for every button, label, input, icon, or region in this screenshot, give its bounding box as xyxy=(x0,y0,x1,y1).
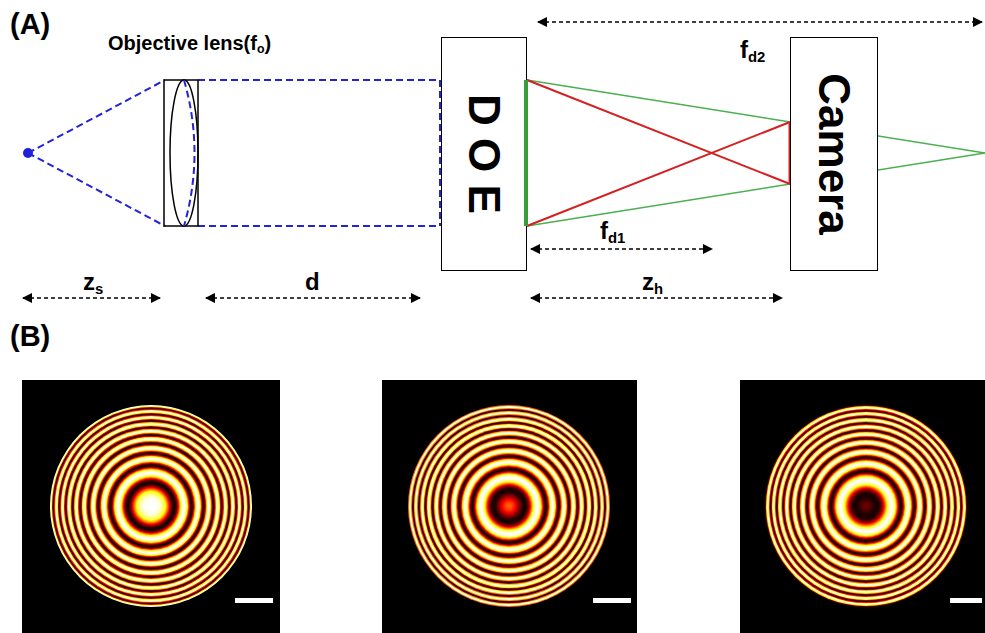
scale-bar xyxy=(593,598,631,603)
scale-bar xyxy=(235,598,273,603)
panel-label: (A) xyxy=(10,10,50,39)
ring-pattern xyxy=(765,405,967,607)
green-rays xyxy=(527,80,985,226)
panel-label: (B) xyxy=(10,322,50,351)
ring-images xyxy=(22,380,985,633)
dimension-label: zh xyxy=(640,270,665,294)
doe-output-face xyxy=(524,80,528,226)
box-label: D O E xyxy=(459,94,509,214)
ring-pattern xyxy=(50,405,252,607)
doe-box: D O E xyxy=(441,37,527,271)
dimension-label: d xyxy=(303,270,322,294)
light-rays xyxy=(28,80,440,226)
objective-lens xyxy=(164,80,198,226)
scale-bar xyxy=(950,598,982,603)
ring-pattern xyxy=(408,405,610,607)
dimension-label: zs xyxy=(81,270,105,294)
red-rays xyxy=(527,80,790,226)
lens-label: Objective lens(fo) xyxy=(108,33,271,53)
dimension-label: fd1 xyxy=(598,219,627,243)
dimension-label: fd2 xyxy=(738,38,767,62)
dimension-arrows xyxy=(23,22,982,298)
box-label: Camera xyxy=(809,73,859,234)
camera-box: Camera xyxy=(790,37,878,271)
